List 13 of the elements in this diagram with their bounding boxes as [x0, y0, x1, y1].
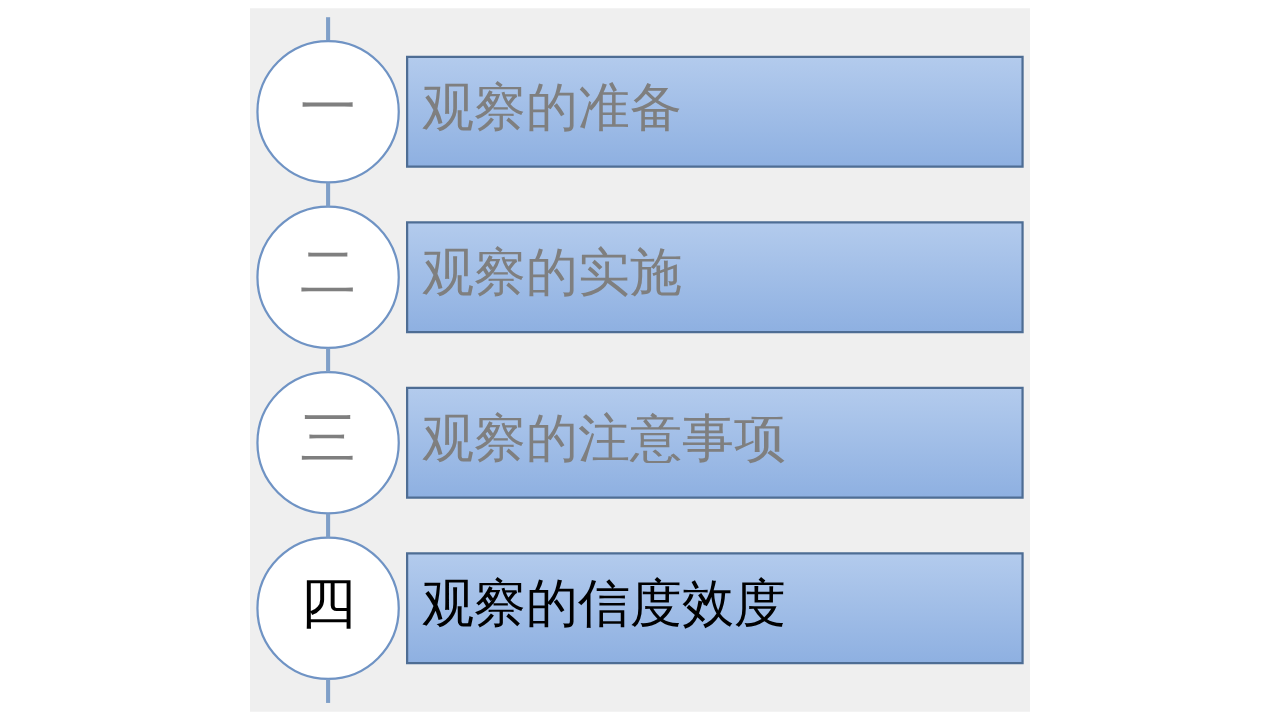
node-box: 观察的实施 [406, 221, 1024, 334]
node-box: 观察的注意事项 [406, 386, 1024, 499]
node-circle: 四 [256, 536, 400, 680]
connector [326, 17, 331, 41]
connector [326, 182, 331, 207]
node-box: 观察的准备 [406, 55, 1024, 168]
connector [326, 679, 331, 703]
node-box: 观察的信度效度 [406, 552, 1024, 665]
connector [326, 513, 331, 538]
node-circle: 二 [256, 205, 400, 350]
node-circle: 一 [256, 40, 400, 184]
connector [326, 348, 331, 373]
node-circle: 三 [256, 370, 400, 515]
